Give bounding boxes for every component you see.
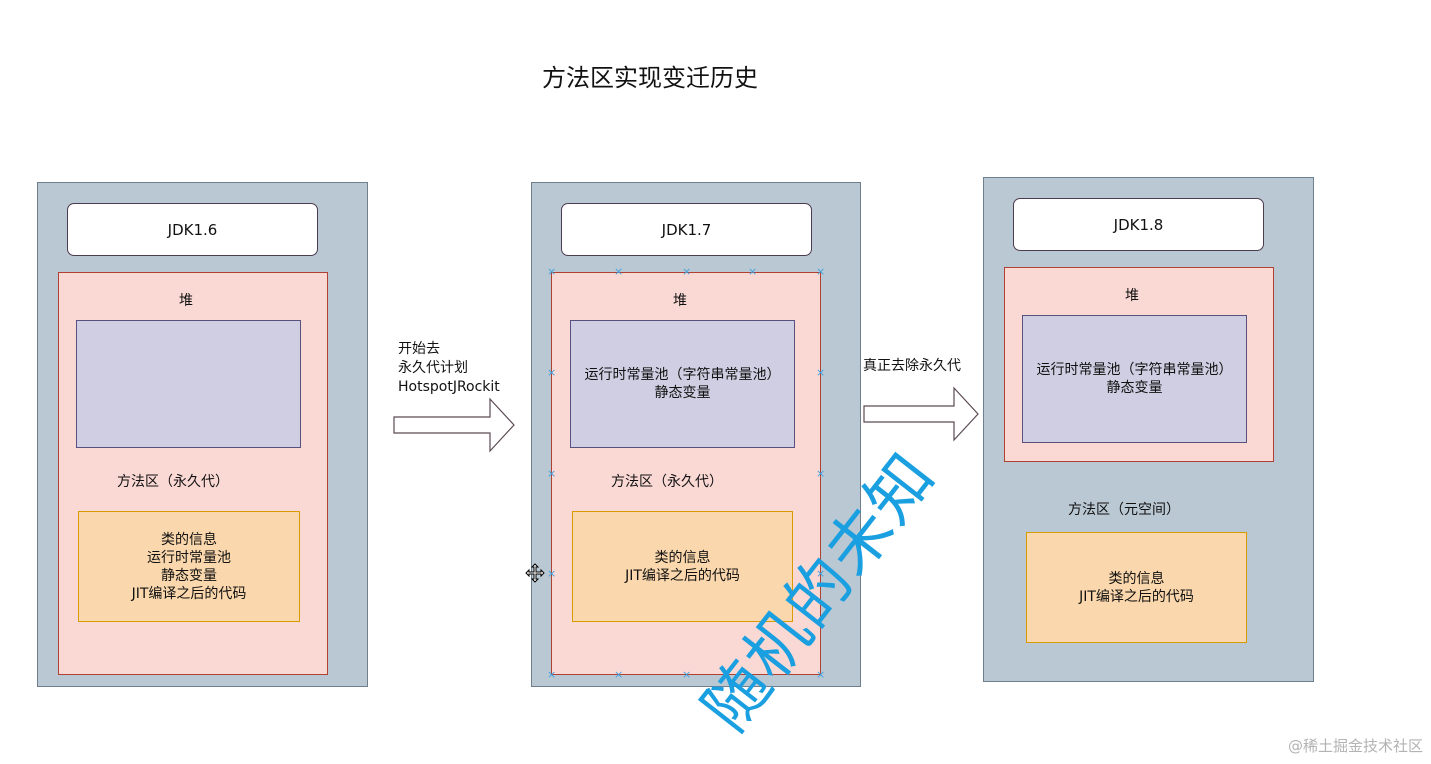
jdk17-method-area-label: 方法区（永久代）	[611, 474, 723, 490]
selection-handle[interactable]: ×	[748, 265, 758, 278]
selection-handle[interactable]: ×	[547, 567, 557, 580]
method-item: JIT编译之后的代码	[131, 585, 247, 602]
jdk16-label-text: JDK1.6	[167, 220, 218, 239]
jdk18-inner-line2: 静态变量	[1106, 380, 1163, 396]
method-item: JIT编译之后的代码	[1079, 588, 1194, 605]
method-item: 类的信息	[1108, 570, 1165, 587]
jdk18-heap-label: 堆	[1125, 288, 1139, 304]
arrow1-line: 开始去	[398, 341, 440, 357]
selection-handle[interactable]: ×	[547, 668, 557, 681]
selection-handle[interactable]: ×	[547, 467, 557, 480]
jdk17-heap-inner-box[interactable]: 运行时常量池（字符串常量池） 静态变量	[570, 320, 795, 448]
selection-handle[interactable]: ×	[614, 265, 624, 278]
jdk16-label[interactable]: JDK1.6	[67, 203, 318, 256]
jdk17-inner-line2: 静态变量	[654, 385, 711, 401]
jdk16-heap-inner-box[interactable]	[76, 320, 301, 448]
selection-handle[interactable]: ×	[816, 668, 826, 681]
diagram-title: 方法区实现变迁历史	[542, 64, 758, 92]
move-cursor-icon	[525, 563, 545, 583]
jdk17-label-text: JDK1.7	[661, 220, 712, 239]
arrow1-line: HotspotJRockit	[398, 379, 500, 395]
method-item: 类的信息	[161, 531, 217, 548]
jdk16-heap-label: 堆	[179, 293, 193, 309]
right-arrow-icon[interactable]	[863, 386, 981, 442]
method-item: 运行时常量池	[147, 549, 231, 566]
arrow2-line: 真正去除永久代	[863, 358, 961, 374]
jdk18-label[interactable]: JDK1.8	[1013, 198, 1264, 251]
jdk16-method-area-label: 方法区（永久代）	[117, 474, 229, 490]
method-item: 类的信息	[654, 549, 711, 566]
jdk17-inner-line1: 运行时常量池（字符串常量池）	[584, 367, 781, 383]
selection-handle[interactable]: ×	[816, 265, 826, 278]
arrow1-label: 开始去 永久代计划 HotspotJRockit	[398, 340, 500, 397]
selection-handle[interactable]: ×	[816, 567, 826, 580]
arrow2-label: 真正去除永久代	[863, 357, 961, 376]
jdk17-heap-label: 堆	[673, 293, 687, 309]
selection-handle[interactable]: ×	[547, 265, 557, 278]
jdk18-label-text: JDK1.8	[1113, 215, 1164, 234]
selection-handle[interactable]: ×	[682, 265, 692, 278]
right-arrow-icon[interactable]	[393, 397, 517, 453]
jdk18-method-box[interactable]: 类的信息 JIT编译之后的代码	[1026, 532, 1247, 643]
method-item: 静态变量	[161, 567, 217, 584]
footer-credit: @稀土掘金技术社区	[1287, 737, 1423, 755]
jdk18-heap-inner-box[interactable]: 运行时常量池（字符串常量池） 静态变量	[1022, 315, 1247, 443]
selection-handle[interactable]: ×	[816, 467, 826, 480]
jdk18-method-area-label: 方法区（元空间）	[1068, 502, 1180, 518]
selection-handle[interactable]: ×	[614, 668, 624, 681]
jdk17-label[interactable]: JDK1.7	[561, 203, 812, 256]
jdk18-inner-line1: 运行时常量池（字符串常量池）	[1036, 362, 1233, 378]
selection-handle[interactable]: ×	[547, 366, 557, 379]
arrow1-line: 永久代计划	[398, 360, 468, 376]
selection-handle[interactable]: ×	[682, 668, 692, 681]
method-item: JIT编译之后的代码	[625, 567, 740, 584]
jdk17-method-box[interactable]: 类的信息 JIT编译之后的代码	[572, 511, 793, 622]
jdk16-method-box[interactable]: 类的信息 运行时常量池 静态变量 JIT编译之后的代码	[78, 511, 300, 622]
selection-handle[interactable]: ×	[816, 366, 826, 379]
